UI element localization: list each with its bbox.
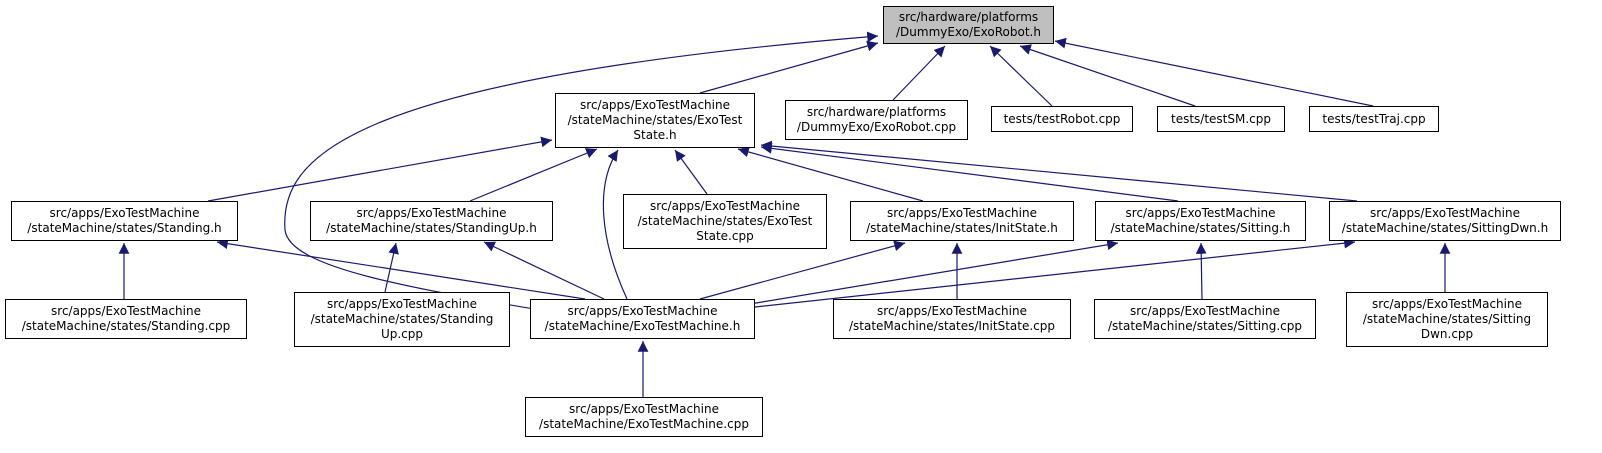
node-label-line: /stateMachine/states/Standing.cpp xyxy=(21,319,231,333)
node-label-line: /stateMachine/states/ExoTest xyxy=(567,113,743,127)
node-exorobot-cpp[interactable]: src/hardware/platforms/DummyExo/ExoRobot… xyxy=(785,100,968,140)
node-label-line: tests/testTraj.cpp xyxy=(1322,111,1426,126)
node-standing-cpp[interactable]: src/apps/ExoTestMachine/stateMachine/sta… xyxy=(5,299,247,339)
node-label-line: /stateMachine/states/ExoTest xyxy=(637,214,813,228)
node-standingup-h[interactable]: src/apps/ExoTestMachine/stateMachine/sta… xyxy=(310,201,553,241)
edge-exotestmachine_h-to-root xyxy=(284,31,879,321)
node-label-line: src/apps/ExoTestMachine xyxy=(327,297,477,311)
node-label-line: Dwn.cpp xyxy=(1420,327,1474,341)
node-label-line: src/apps/ExoTestMachine xyxy=(580,98,730,112)
edge-exotestmachine_h-to-exotest_state_h xyxy=(602,149,628,300)
node-label-line: src/hardware/platforms xyxy=(806,105,947,119)
node-exoteststate-h[interactable]: src/apps/ExoTestMachine/stateMachine/sta… xyxy=(555,93,755,148)
edge-test_sm-to-root xyxy=(1019,44,1196,107)
node-label-line: /stateMachine/states/StandingUp.h xyxy=(326,221,537,235)
node-label-line: src/apps/ExoTestMachine xyxy=(1370,206,1520,220)
edge-exotestmachine_h-to-sittingdwn_h xyxy=(754,237,1356,308)
node-exoteststate-cpp[interactable]: src/apps/ExoTestMachine/stateMachine/sta… xyxy=(623,194,827,249)
edge-standingup_cpp-to-standingup_h xyxy=(384,242,399,293)
node-label-line: /DummyExo/ExoRobot.cpp xyxy=(796,120,957,134)
edge-exotestmachine_h-to-sitting_h xyxy=(749,239,1119,305)
edge-exotest_state_h-to-root xyxy=(699,40,879,94)
node-label-line: /stateMachine/states/SittingDwn.h xyxy=(1341,221,1549,235)
node-label-line: /stateMachine/states/Sitting.h xyxy=(1110,221,1291,235)
node-label-line: /stateMachine/states/InitState.h xyxy=(866,221,1058,235)
edge-test_robot-to-root xyxy=(989,45,1053,107)
edge-exotest_state_cpp-to-exotest_state_h xyxy=(674,149,708,195)
edge-exotestmachine_h-to-initstate_h xyxy=(699,240,906,300)
node-label-line: /stateMachine/ExoTestMachine.h xyxy=(544,319,741,333)
node-label-line: State.cpp xyxy=(696,229,754,243)
node-label-line: src/apps/ExoTestMachine xyxy=(569,402,719,416)
node-label-line: src/apps/ExoTestMachine xyxy=(887,206,1037,220)
edge-test_traj-to-root xyxy=(1054,37,1374,107)
node-label-line: src/hardware/platforms xyxy=(898,10,1039,24)
node-exotestmachine-cpp[interactable]: src/apps/ExoTestMachine/stateMachine/Exo… xyxy=(525,397,763,437)
node-standing-h[interactable]: src/apps/ExoTestMachine/stateMachine/sta… xyxy=(11,201,238,241)
node-sitting-cpp[interactable]: src/apps/ExoTestMachine/stateMachine/sta… xyxy=(1094,299,1316,339)
node-label-line: /stateMachine/states/Standing xyxy=(310,312,494,326)
node-label-line: src/apps/ExoTestMachine xyxy=(51,304,201,318)
node-label-line: State.h xyxy=(633,128,677,142)
node-label-line: /stateMachine/states/InitState.cpp xyxy=(848,319,1055,333)
node-initstate-cpp[interactable]: src/apps/ExoTestMachine/stateMachine/sta… xyxy=(833,299,1071,339)
edge-sittingdwn_h-to-exotest_state_h xyxy=(760,140,1358,202)
edge-initstate_h-to-exotest_state_h xyxy=(737,146,924,202)
edge-exotestmachine_h-to-standing_h xyxy=(216,238,586,300)
node-label-line: tests/testRobot.cpp xyxy=(1003,111,1121,126)
node-sittingdwn-cpp[interactable]: src/apps/ExoTestMachine/stateMachine/sta… xyxy=(1346,292,1548,347)
edge-exotestmachine_h-to-standingup_h xyxy=(483,241,605,300)
edge-sitting_h-to-exotest_state_h xyxy=(760,143,1179,202)
node-exorobot-h[interactable]: src/hardware/platforms/DummyExo/ExoRobot… xyxy=(883,6,1054,44)
node-label-line: src/apps/ExoTestMachine xyxy=(356,206,507,220)
node-label-line: src/apps/ExoTestMachine xyxy=(1130,304,1280,318)
edge-standingup_h-to-exotest_state_h xyxy=(469,148,598,202)
node-initstate-h[interactable]: src/apps/ExoTestMachine/stateMachine/sta… xyxy=(850,201,1074,241)
node-label-line: src/apps/ExoTestMachine xyxy=(49,206,200,220)
node-sitting-h[interactable]: src/apps/ExoTestMachine/stateMachine/sta… xyxy=(1095,201,1306,241)
node-sittingdwn-h[interactable]: src/apps/ExoTestMachine/stateMachine/sta… xyxy=(1329,201,1561,241)
node-label-line: src/apps/ExoTestMachine xyxy=(567,304,718,318)
edge-sitting_cpp-to-sitting_h xyxy=(1195,242,1207,300)
node-label-line: tests/testSM.cpp xyxy=(1170,111,1271,126)
node-label-line: src/apps/ExoTestMachine xyxy=(650,199,800,213)
node-testrobot-cpp[interactable]: tests/testRobot.cpp xyxy=(991,106,1133,132)
node-standingup-cpp[interactable]: src/apps/ExoTestMachine/stateMachine/sta… xyxy=(294,292,510,347)
node-testsm-cpp[interactable]: tests/testSM.cpp xyxy=(1157,106,1285,132)
node-label-line: /stateMachine/ExoTestMachine.cpp xyxy=(539,417,749,431)
edge-standing_h-to-exotest_state_h xyxy=(207,136,553,202)
node-label-line: /stateMachine/states/Sitting xyxy=(1362,312,1532,326)
edge-exorobot_cpp-to-root xyxy=(892,45,946,101)
node-label-line: src/apps/ExoTestMachine xyxy=(1372,297,1522,311)
node-testtraj-cpp[interactable]: tests/testTraj.cpp xyxy=(1309,106,1439,132)
node-label-line: /stateMachine/states/Sitting.cpp xyxy=(1108,319,1302,333)
node-label-line: src/apps/ExoTestMachine xyxy=(1125,206,1276,220)
node-label-line: /stateMachine/states/Standing.h xyxy=(27,221,222,235)
node-exotestmachine-h[interactable]: src/apps/ExoTestMachine/stateMachine/Exo… xyxy=(530,299,755,339)
node-label-line: /DummyExo/ExoRobot.h xyxy=(896,25,1041,39)
node-label-line: src/apps/ExoTestMachine xyxy=(877,304,1027,318)
node-label-line: Up.cpp xyxy=(380,327,424,341)
